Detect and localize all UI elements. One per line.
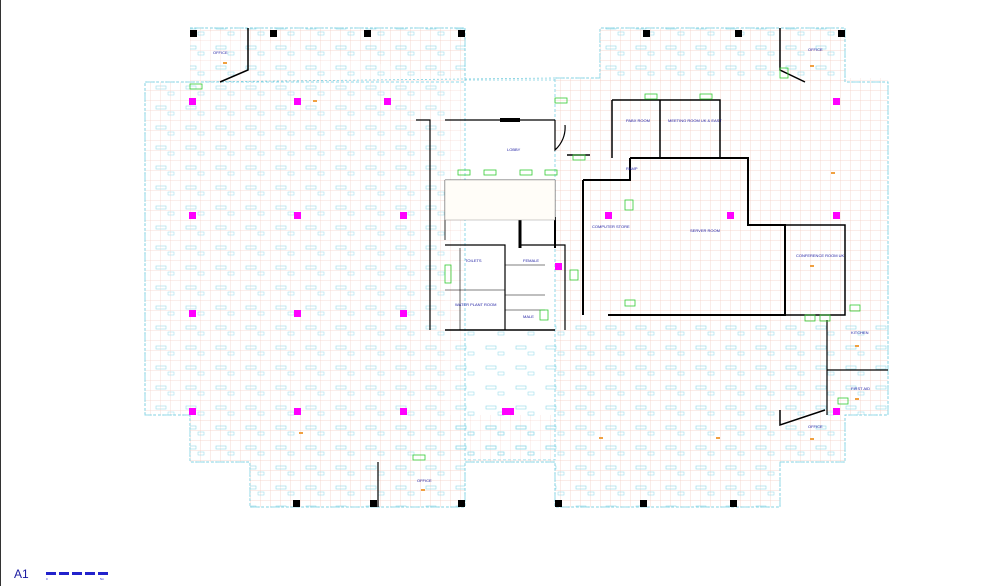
- scale-end: 5m: [100, 577, 105, 581]
- room-label-kitchen: KITCHEN: [851, 330, 869, 335]
- structural-columns: [190, 30, 845, 507]
- scale-bar: [46, 572, 110, 575]
- room-label-ramp: RAMP: [626, 166, 638, 171]
- room-label-server: SERVER ROOM: [690, 228, 720, 233]
- room-label-toilets: TOILETS: [465, 258, 482, 263]
- room-label-office-right: OFFICE: [808, 424, 823, 429]
- room-label-conference: CONFERENCE ROOM UK: [796, 253, 845, 258]
- door-tags: [189, 67, 861, 461]
- room-label-pabx: PABX ROOM: [626, 118, 650, 123]
- room-label-office-top-left: OFFICE: [213, 50, 228, 55]
- room-label-office-top-right: OFFICE: [808, 47, 823, 52]
- room-label-water-plant: WATER PLANT ROOM: [455, 302, 496, 307]
- building-envelope: [144, 27, 889, 508]
- room-label-computer-store: COMPUTER STORE: [592, 224, 630, 229]
- room-label-office-bottom: OFFICE: [417, 478, 432, 483]
- room-label-meeting: MEETING ROOM UK & EAST: [668, 118, 722, 123]
- lobby-area: [444, 179, 556, 221]
- room-label-lobby: LOBBY: [507, 147, 521, 152]
- room-label-male: MALE: [523, 314, 534, 319]
- room-label-first-aid: FIRST AID: [851, 386, 870, 391]
- room-label-female: FEMALE: [523, 258, 539, 263]
- room-number-tags: [223, 62, 859, 491]
- sheet-border: [0, 0, 1, 586]
- sheet-id: A1: [14, 567, 29, 581]
- floor-slab: [144, 27, 889, 508]
- scale-start: 0: [46, 577, 48, 581]
- column-markers: [189, 98, 840, 415]
